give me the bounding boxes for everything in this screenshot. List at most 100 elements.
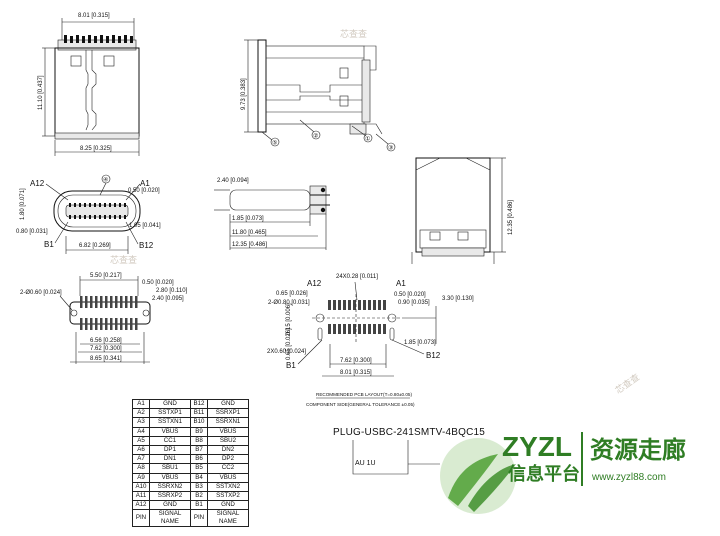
zyzl-logo: ZYZL 资源走廊 信息平台 www.zyzl88.com (440, 431, 686, 514)
pin-cell: B6 (190, 454, 208, 465)
profile-l1-label: 1.85 [0.073] (232, 216, 264, 222)
pcb-d801: 8.01 [0.315] (340, 370, 372, 376)
bottom-d2: 0.50 [0.020] (142, 280, 174, 286)
signal-cell: VBUS (207, 472, 249, 483)
pcb-d185: 1.85 [0.073] (404, 340, 436, 346)
signal-cell: SSTXN2 (207, 481, 249, 492)
pin-cell: A11 (132, 490, 150, 502)
pcb-d090: 0.90 [0.035] (398, 300, 430, 306)
pcb-dvert1: 0.15 [0.006] (286, 303, 292, 335)
pin-cell: B5 (190, 463, 208, 474)
pin-cell: A3 (132, 417, 150, 428)
balloon-4: ④ (103, 177, 108, 184)
signal-cell: DP1 (149, 444, 191, 456)
pin-cell: PIN (132, 509, 150, 528)
pcb-d050: 0.50 [0.020] (394, 292, 426, 298)
pin-cell: B4 (190, 472, 208, 483)
end-view: 12.35 [0.486] (411, 157, 514, 264)
signal-cell: DN2 (207, 444, 249, 456)
signal-cell: SIGNAL NAME (207, 509, 249, 528)
bottom-d1: 5.50 [0.217] (90, 273, 122, 279)
pcb-dslot: 2X0.60 [0.024] (267, 349, 306, 355)
top-base-label: 8.25 [0.325] (80, 146, 112, 152)
pin-cell: B10 (190, 417, 208, 428)
signal-cell: SSTXP2 (207, 490, 249, 502)
signal-cell: DN1 (149, 454, 191, 465)
pcb-d762: 7.62 [0.300] (340, 358, 372, 364)
watermark-3: 芯查查 (613, 371, 641, 396)
pcb-b12-label: B12 (426, 351, 441, 360)
pin-cell: B12 (190, 398, 208, 410)
pcb-d065: 0.65 [0.026] (276, 291, 308, 297)
pin-cell: A9 (132, 472, 150, 483)
marking-box (352, 440, 440, 475)
pcb-b1-label: B1 (286, 361, 296, 370)
pin-cell: B11 (190, 408, 208, 419)
signal-cell: GND (149, 500, 191, 511)
leaf-icon (448, 454, 498, 506)
pcb-dvert2: 0.65 [0.026] (286, 328, 292, 360)
front-a12-label: A12 (30, 179, 45, 188)
pcb-note-1: RECOMMENDED PCB LAYOUT(T=0.80±0.05) (316, 392, 412, 397)
side-height-label: 9.73 [0.383] (241, 78, 247, 110)
front-left-dim-2: 0.80 [0.031] (16, 229, 48, 235)
profile-l3-label: 12.35 [0.486] (232, 242, 267, 248)
front-b1-label: B1 (44, 240, 54, 249)
front-a1-label: A1 (140, 179, 150, 188)
bottom-view: 5.50 [0.217] 0.50 [0.020] 2.80 [0.110] 2… (20, 273, 188, 364)
signal-cell: SBU1 (149, 463, 191, 474)
watermark-2: 芯查查 (340, 28, 367, 39)
pin-cell: A10 (132, 481, 150, 492)
logo-url: www.zyzl88.com (591, 472, 666, 483)
pin-cell: A6 (132, 444, 150, 456)
side-view: 9.73 [0.383] ② ① ③ ⑤ (241, 39, 396, 152)
pcb-a12-label: A12 (307, 279, 322, 288)
logo-brand: ZYZL (502, 431, 572, 462)
front-left-dim-1: 1.80 [0.071] (20, 188, 26, 220)
pin-cell: A1 (132, 398, 150, 410)
pcb-note-2: COMPONENT SIDE(GENERAL TOLERANCE ±0.05) (306, 402, 415, 407)
top-view: 8.01 [0.315] 11.10 [0.437] 8.25 [0.325] (38, 13, 140, 156)
front-view: A12 A1 B1 B12 ④ 0.50 [0.020] 1.80 [0.071… (16, 174, 161, 254)
balloon-5: ⑤ (272, 140, 277, 147)
signal-cell: SSRXP1 (207, 408, 249, 419)
signal-cell: SBU2 (207, 435, 249, 446)
signal-cell: CC1 (149, 435, 191, 446)
pin-cell: A7 (132, 454, 150, 465)
bottom-d5: 6.56 [0.258] (90, 338, 122, 344)
signal-cell: CC2 (207, 463, 249, 474)
signal-cell: SSRXN2 (149, 481, 191, 492)
marking-text: AU 1U (355, 460, 376, 467)
pin-cell: B2 (190, 490, 208, 502)
pin-cell: A5 (132, 435, 150, 446)
part-number: PLUG-USBC-241SMTV-4BQC15 (333, 427, 486, 438)
profile-h-label: 2.40 [0.094] (217, 178, 249, 184)
balloon-2: ② (313, 133, 318, 140)
pcb-pads-label: 24X0.28 [0.011] (336, 274, 378, 280)
signal-cell: VBUS (207, 426, 249, 437)
pin-cell: A2 (132, 408, 150, 419)
signal-cell: SSRXP2 (149, 490, 191, 502)
pcb-layout: 24X0.28 [0.011] A12 A1 0.65 [0.026] 2-Ø0… (267, 274, 474, 407)
pin-cell: A8 (132, 463, 150, 474)
pin-cell: A12 (132, 500, 150, 511)
top-width-label: 8.01 [0.315] (78, 13, 110, 19)
signal-cell: SSTXN1 (149, 417, 191, 428)
bottom-holes: 2-Ø0.60 [0.024] (20, 290, 62, 296)
logo-sub: 信息平台 (508, 463, 580, 485)
pcb-a1-label: A1 (396, 279, 406, 288)
signal-cell: SSRXN1 (207, 417, 249, 428)
front-pitch-label: 0.50 [0.020] (128, 188, 160, 194)
pin-cell: A4 (132, 426, 150, 437)
